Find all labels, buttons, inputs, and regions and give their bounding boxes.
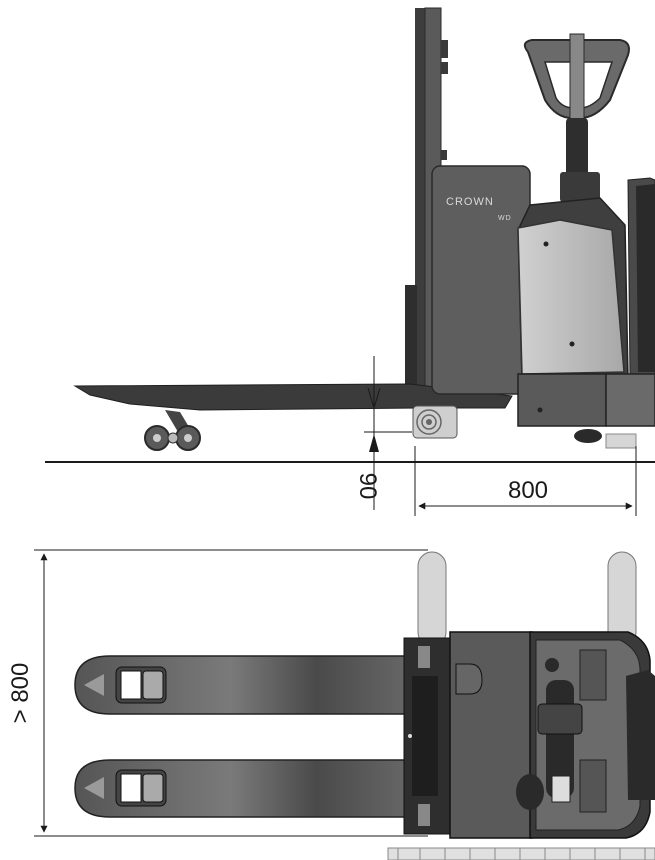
tiller: [523, 33, 630, 202]
top-view: > 800: [7, 549, 655, 860]
chassis-top: [449, 631, 655, 839]
fork-height-label: 90: [354, 473, 381, 500]
fork-roller-side: [144, 410, 201, 451]
carriage-top: [403, 637, 453, 835]
side-view: CROWN WD: [45, 7, 655, 516]
width-dimension: [34, 549, 428, 837]
load-wheel-side: [412, 405, 637, 449]
brand-badge: WD: [498, 215, 512, 222]
load-length-label: 800: [508, 477, 548, 504]
fork-top-upper: [74, 655, 421, 715]
brand-logo: CROWN: [446, 196, 494, 208]
fork-height-dimension: [364, 356, 412, 510]
chassis-side: [517, 177, 655, 443]
width-label: > 800: [7, 663, 34, 724]
load-length-dimension: [414, 446, 637, 516]
pallet-top: [387, 551, 655, 860]
fork-top-lower: [74, 759, 421, 818]
